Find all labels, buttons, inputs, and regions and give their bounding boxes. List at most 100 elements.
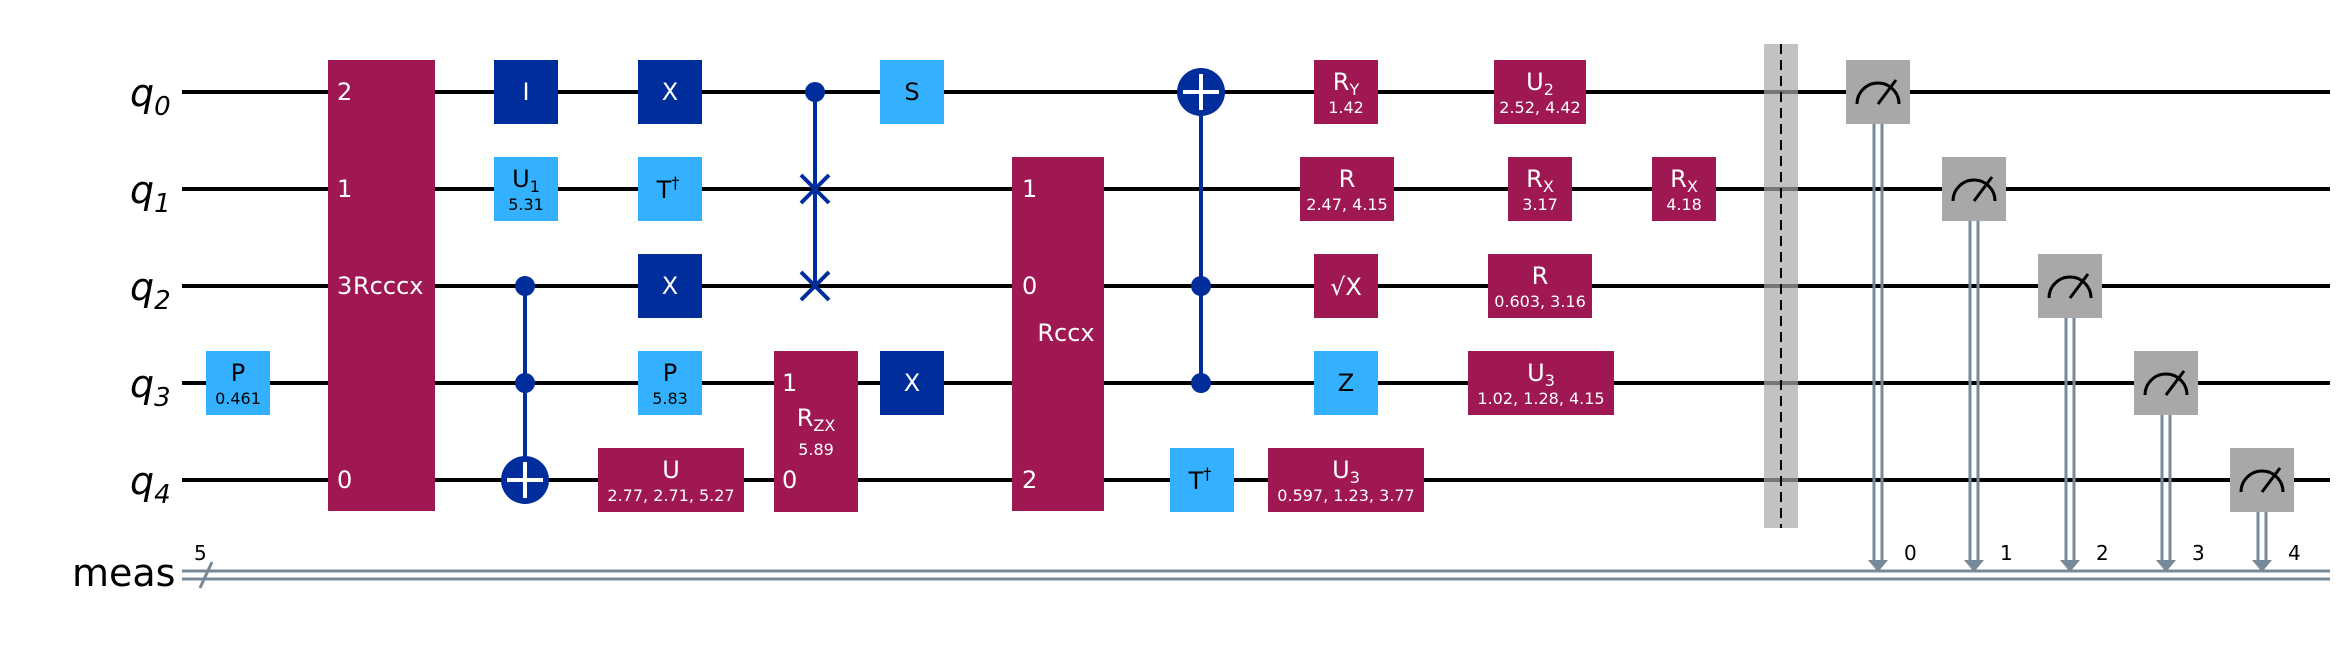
control-dot <box>1191 373 1211 393</box>
gate-r-q2[interactable]: R 0.603, 3.16 <box>1488 254 1592 318</box>
gate-param: 5.31 <box>508 195 544 214</box>
gate-label: U3 <box>1332 456 1360 487</box>
gate-sx-q2[interactable]: √X <box>1314 254 1378 318</box>
gate-param: 4.18 <box>1666 195 1702 214</box>
gate-param: 5.83 <box>652 389 688 408</box>
pin-label: 1 <box>782 369 797 397</box>
gate-label: P <box>231 359 245 387</box>
gate-label: RX <box>1670 165 1698 196</box>
bit-index: 2 <box>2096 541 2109 565</box>
gate-label: RY <box>1333 68 1360 99</box>
measure-q1[interactable]: 1 <box>1942 157 2013 572</box>
gate-label: √X <box>1330 273 1362 301</box>
measure-q2[interactable]: 2 <box>2038 254 2109 572</box>
gate-label: Z <box>1338 369 1354 397</box>
gate-u2-q0[interactable]: U2 2.52, 4.42 <box>1494 60 1586 124</box>
gate-param: 1.42 <box>1328 98 1364 117</box>
gate-param: 2.47, 4.15 <box>1306 195 1387 214</box>
gate-u3-q4[interactable]: U3 0.597, 1.23, 3.77 <box>1268 448 1424 512</box>
gate-label: U3 <box>1527 359 1555 390</box>
toffoli-gate[interactable] <box>501 276 549 504</box>
gate-label: I <box>522 78 529 106</box>
measure-q0[interactable]: 0 <box>1846 60 1917 572</box>
pin-label: 2 <box>1022 466 1037 494</box>
gate-rx-q1[interactable]: RX 3.17 <box>1508 157 1572 221</box>
control-dot <box>515 373 535 393</box>
gate-label: Rcccx <box>353 272 423 300</box>
wire-label-meas: meas <box>72 551 175 595</box>
gate-i-q0[interactable]: I <box>494 60 558 124</box>
toffoli-gate-2[interactable] <box>1177 68 1225 393</box>
pin-label: 0 <box>1022 272 1037 300</box>
wire-label-q2: q2 <box>130 265 171 316</box>
bit-index: 3 <box>2192 541 2205 565</box>
gate-p-q3b[interactable]: P 5.83 <box>638 351 702 415</box>
gate-x-q3[interactable]: X <box>880 351 944 415</box>
gate-r-q1[interactable]: R 2.47, 4.15 <box>1300 157 1394 221</box>
gate-label: RX <box>1526 165 1554 196</box>
gate-label: U1 <box>512 165 540 196</box>
bus-slash <box>198 561 214 589</box>
gate-label: R <box>1339 165 1356 193</box>
gate-label: T† <box>1188 464 1212 495</box>
gate-x-q0[interactable]: X <box>638 60 702 124</box>
control-dot <box>805 82 825 102</box>
gate-param: 0.603, 3.16 <box>1494 292 1586 311</box>
bit-index: 4 <box>2288 541 2301 565</box>
barrier <box>1764 44 1798 528</box>
gate-u1-q1[interactable]: U1 5.31 <box>494 157 558 221</box>
gate-label: X <box>904 369 920 397</box>
swap-cross <box>799 270 831 302</box>
measure-q4[interactable]: 4 <box>2230 448 2301 572</box>
bit-index: 0 <box>1904 541 1917 565</box>
gate-ry-q0[interactable]: RY 1.42 <box>1314 60 1378 124</box>
wire-label-q0: q0 <box>130 71 171 122</box>
gate-label: S <box>904 78 919 106</box>
gate-param: 2.52, 4.42 <box>1499 98 1580 117</box>
gate-u-q4[interactable]: U 2.77, 2.71, 5.27 <box>598 448 744 512</box>
register-size: 5 <box>194 541 207 565</box>
controlled-swap-gate[interactable] <box>799 82 831 302</box>
gate-label: X <box>662 78 678 106</box>
gate-param: 0.461 <box>215 389 261 408</box>
wire-label-q1: q1 <box>130 168 171 219</box>
gate-p-q3[interactable]: P 0.461 <box>206 351 270 415</box>
gate-label: R <box>1532 262 1549 290</box>
gate-tdg-q4[interactable]: T† <box>1170 448 1234 512</box>
pin-label: 0 <box>337 466 352 494</box>
gate-param: 5.89 <box>798 440 834 459</box>
gate-param: 1.02, 1.28, 4.15 <box>1477 389 1604 408</box>
swap-cross <box>799 173 831 205</box>
pin-label: 2 <box>337 78 352 106</box>
gate-u3-q3[interactable]: U3 1.02, 1.28, 4.15 <box>1468 351 1614 415</box>
pin-label: 3 <box>337 272 352 300</box>
gate-x-q2[interactable]: X <box>638 254 702 318</box>
measure-q3[interactable]: 3 <box>2134 351 2205 572</box>
gate-rccx[interactable]: 1 0 2 Rccx <box>1012 157 1104 511</box>
gate-rx2-q1[interactable]: RX 4.18 <box>1652 157 1716 221</box>
pin-label: 1 <box>337 175 352 203</box>
gate-label: T† <box>656 173 680 204</box>
gate-param: 2.77, 2.71, 5.27 <box>607 486 734 505</box>
gate-label: U2 <box>1526 68 1554 99</box>
pin-label: 0 <box>782 466 797 494</box>
gate-param: 0.597, 1.23, 3.77 <box>1277 486 1414 505</box>
gate-rzx[interactable]: 1 0 RZX 5.89 <box>774 351 858 512</box>
gate-label: RZX <box>797 404 836 435</box>
wire-label-q4: q4 <box>130 459 171 510</box>
gate-label: U <box>662 456 680 484</box>
gate-label: Rccx <box>1037 319 1094 347</box>
control-dot <box>1191 276 1211 296</box>
gate-label: P <box>663 359 677 387</box>
gate-rcccx[interactable]: 2 1 3 0 Rcccx <box>328 60 435 511</box>
gate-label: X <box>662 272 678 300</box>
control-dot <box>515 276 535 296</box>
gate-z-q3[interactable]: Z <box>1314 351 1378 415</box>
bit-index: 1 <box>2000 541 2013 565</box>
pin-label: 1 <box>1022 175 1037 203</box>
gate-tdg-q1[interactable]: T† <box>638 157 702 221</box>
gate-param: 3.17 <box>1522 195 1558 214</box>
gate-s-q0[interactable]: S <box>880 60 944 124</box>
wire-label-q3: q3 <box>130 362 171 413</box>
